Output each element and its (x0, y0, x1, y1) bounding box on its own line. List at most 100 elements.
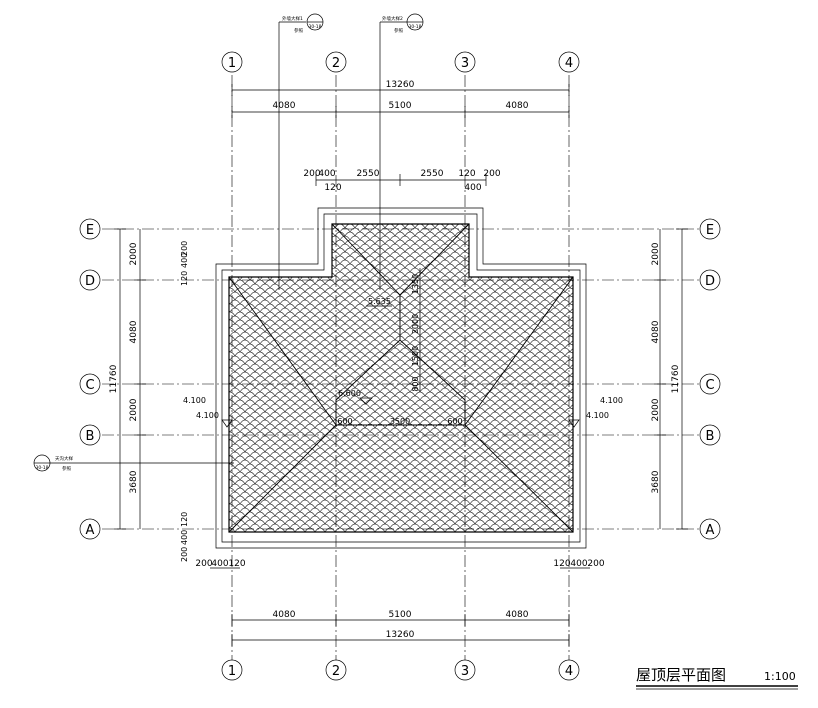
dim-depth-left-1: 2000 (129, 242, 139, 265)
roof-outline (215, 207, 587, 549)
dim-depth-right-1: 2000 (651, 242, 661, 265)
dim-left-top-120: 120 (180, 271, 189, 286)
svg-text:A: A (706, 523, 715, 538)
dim-depth-right-3: 2000 (651, 398, 661, 421)
axis-bubble-D-left: D (79, 269, 101, 291)
dim-ridge-800: 800 (411, 376, 420, 391)
svg-text:1: 1 (228, 664, 236, 679)
level-marks: 5.635 6.600 4.100 4.100 4.100 4.100 (183, 297, 623, 428)
level-eave-right-1: 4.100 (600, 396, 623, 405)
dim-depth-right-4: 3680 (651, 470, 661, 493)
level-ridge-mid: 6.600 (338, 389, 361, 398)
detail-callout-1: 外墙大样1 参照 30-18 (278, 13, 324, 290)
axis-bubble-C-right: C (699, 373, 721, 395)
svg-text:3: 3 (461, 56, 469, 71)
axis-bubble-E-right: E (699, 218, 721, 240)
svg-text:D: D (705, 274, 715, 289)
axis-bubble-A-left: A (79, 518, 101, 540)
dim-depth-left-4: 3680 (129, 470, 139, 493)
dim-ridge-1500: 1500 (411, 346, 420, 366)
axis-bubble-D-right: D (699, 269, 721, 291)
svg-text:C: C (85, 378, 94, 393)
dim-depth-left-2: 4080 (129, 320, 139, 343)
detail3-label: 天沟大样 (55, 455, 73, 462)
dim-bay-2-top: 5100 (389, 101, 412, 111)
svg-text:D: D (85, 274, 95, 289)
dim-left-bottom-400: 400 (180, 530, 189, 545)
dim-notch-120-left: 120 (324, 183, 341, 193)
detail2-ref: 参照 (394, 27, 403, 34)
dim-bay-1-top: 4080 (273, 101, 296, 111)
dim-bay-3-top: 4080 (506, 101, 529, 111)
dim-notch-200-left: 200 (303, 169, 320, 179)
detail2-label: 外墙大样2 (382, 15, 403, 22)
detail3-ref: 参照 (62, 465, 71, 472)
axis-bubble-2-top: 2 (325, 51, 347, 73)
dim-ridge-2000: 2000 (411, 314, 420, 334)
svg-text:4: 4 (565, 56, 573, 71)
dim-depth-right-2: 4080 (651, 320, 661, 343)
svg-text:1: 1 (228, 56, 236, 71)
left-dimensions: 11760 2000 4080 2000 3680 120 400 200 12… (109, 228, 189, 562)
level-ridge-top: 5.635 (368, 297, 391, 306)
bottom-dimensions: 200 400 120 120 400 200 4080 5100 4080 1… (195, 559, 605, 646)
axis-bubble-1-bottom: 1 (221, 659, 243, 681)
axis-bubble-B-left: B (79, 424, 101, 446)
svg-text:E: E (706, 223, 714, 238)
dim-notch-400-left: 400 (318, 169, 335, 179)
detail-callout-2: 外墙大样2 参照 30-18 (379, 13, 424, 290)
svg-text:2: 2 (332, 56, 340, 71)
axis-bubble-C-left: C (79, 373, 101, 395)
roof-tile-area (228, 223, 574, 533)
level-eave-left-1: 4.100 (183, 396, 206, 405)
axis-bubble-1-top: 1 (221, 51, 243, 73)
axis-grid (102, 75, 700, 660)
dim-notch-200-right: 200 (483, 169, 500, 179)
right-dimensions: 2000 4080 2000 3680 11760 (651, 228, 688, 530)
axis-bubble-A-right: A (699, 518, 721, 540)
axis-bubble-4-top: 4 (558, 51, 580, 73)
dim-notch-400-right: 400 (464, 183, 481, 193)
dim-overall-width-bottom: 13260 (386, 630, 415, 640)
dim-depth-left-3: 2000 (129, 398, 139, 421)
dim-bottom-right-120: 120 (553, 559, 570, 569)
svg-text:A: A (86, 523, 95, 538)
drawing-title-block: 屋顶层平面图 1:100 (636, 666, 798, 690)
dim-bottom-left-200: 200 (195, 559, 212, 569)
dim-left-top-400: 400 (180, 253, 189, 268)
dim-overall-depth-left: 11760 (109, 364, 119, 393)
drawing-scale: 1:100 (764, 670, 796, 683)
dim-notch-120-right: 120 (458, 169, 475, 179)
dim-ridge-3500: 3500 (390, 417, 410, 426)
axis-bubbles-bottom: 1 2 3 4 (221, 659, 580, 681)
dim-bay-2-bottom: 5100 (389, 610, 412, 620)
detail2-index-bottom: 30-18 (408, 24, 421, 30)
axis-bubbles-left: E D C B A (79, 218, 101, 540)
svg-text:2: 2 (332, 664, 340, 679)
top-dimensions: 13260 4080 5100 4080 200 400 120 2550 25… (231, 80, 570, 193)
dim-bottom-left-120: 120 (228, 559, 245, 569)
axis-bubble-2-bottom: 2 (325, 659, 347, 681)
dim-bay-1-bottom: 4080 (273, 610, 296, 620)
svg-text:C: C (705, 378, 714, 393)
dim-overall-width-top: 13260 (386, 80, 415, 90)
detail1-label: 外墙大样1 (282, 15, 303, 22)
dim-notch-2550-left: 2550 (357, 169, 380, 179)
svg-text:B: B (706, 429, 715, 444)
axis-bubble-E-left: E (79, 218, 101, 240)
dim-bottom-right-200: 200 (587, 559, 604, 569)
ridge-dimensions: 1350 2000 1500 800 600 3500 600 (336, 268, 465, 426)
dim-notch-2550-right: 2550 (421, 169, 444, 179)
axis-bubble-3-top: 3 (454, 51, 476, 73)
detail1-index-bottom: 30-18 (308, 24, 321, 30)
dim-ridge-600-right: 600 (447, 417, 462, 426)
dim-bottom-left-400: 400 (211, 559, 228, 569)
dim-bottom-right-400: 400 (570, 559, 587, 569)
dim-left-top-200: 200 (180, 241, 189, 256)
svg-text:3: 3 (461, 664, 469, 679)
dim-left-bottom-120: 120 (180, 512, 189, 527)
dim-ridge-1350: 1350 (411, 274, 420, 294)
svg-text:B: B (86, 429, 95, 444)
detail3-index-bottom: 30-18 (35, 465, 48, 471)
